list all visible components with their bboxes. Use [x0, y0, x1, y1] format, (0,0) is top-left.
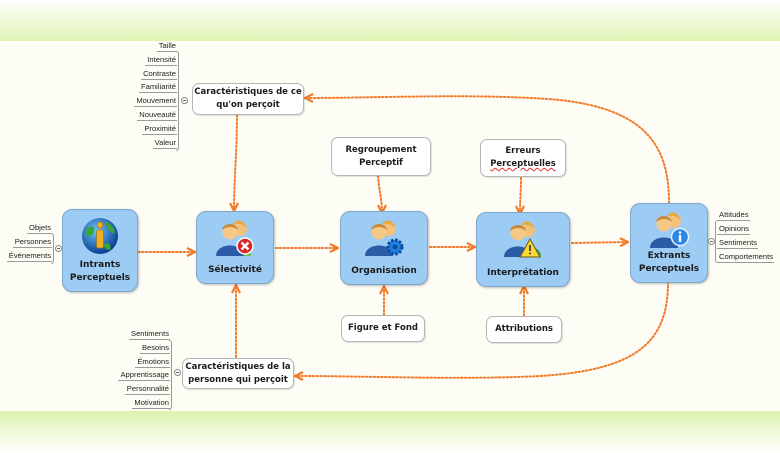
leaf-item[interactable]: Événements — [6, 251, 52, 262]
leaf-item[interactable]: Proximité — [142, 124, 177, 135]
leaf-item[interactable]: Familiarité — [138, 82, 177, 93]
node-text: Attributions — [495, 324, 553, 334]
label-line: Perceptif — [359, 157, 403, 168]
leaf-item[interactable]: Motivation — [132, 398, 170, 409]
label-line: Caractéristiques de ce — [194, 87, 302, 97]
node-organisation[interactable]: Organisation — [340, 211, 428, 285]
collapse-toggle-icon[interactable] — [708, 238, 715, 245]
leaf-list-caracteristiques-personne: Sentiments Besoins Émotions Apprentissag… — [100, 328, 170, 412]
label-line: Intrants — [79, 260, 121, 270]
node-label: Sélectivité — [208, 265, 262, 275]
node-interpretation[interactable]: Interprétation — [476, 212, 570, 287]
node-figure-et-fond[interactable]: Figure et Fond — [341, 315, 425, 342]
label-line: Perceptuels — [69, 273, 131, 283]
label-line: personne qui perçoit — [188, 374, 288, 385]
label-line: Caractéristiques de la — [185, 361, 291, 372]
leaf-item[interactable]: Personnes — [12, 237, 52, 248]
users-warning-icon — [504, 221, 541, 258]
leaf-item[interactable]: Nouveauté — [137, 110, 177, 121]
collapse-toggle-icon[interactable] — [181, 97, 188, 104]
node-label: Organisation — [351, 266, 417, 276]
leaf-item[interactable]: Émotions — [135, 357, 170, 368]
label-line-spellcheck: Perceptuelles — [490, 159, 556, 169]
leaf-item[interactable]: Besoins — [139, 343, 170, 354]
label-line: Regroupement — [345, 144, 417, 155]
leaf-list-caracteristiques-percu: Taille Intensité Contraste Familiarité M… — [100, 40, 177, 152]
node-caracteristiques-personne[interactable]: Caractéristiques de la personne qui perço… — [182, 358, 294, 389]
label-line: Perceptuels — [638, 264, 700, 274]
leaf-list-extrants: Attitudes Opinions Sentiments Comporteme… — [717, 209, 780, 265]
top-green-band — [0, 0, 780, 41]
leaf-item[interactable]: Objets — [27, 223, 52, 234]
node-label: Interprétation — [487, 268, 559, 278]
globe-info-icon — [82, 218, 118, 254]
bottom-green-band — [0, 411, 780, 453]
leaf-item[interactable]: Intensité — [145, 55, 177, 66]
node-text: Caractéristiques de ce qu'on perçoit — [194, 86, 301, 112]
node-caracteristiques-percu[interactable]: Caractéristiques de ce qu'on perçoit — [192, 83, 304, 115]
users-info-icon — [650, 212, 690, 248]
label-line: Extrants — [647, 251, 691, 261]
leaf-item[interactable]: Contraste — [141, 69, 177, 80]
leaf-item[interactable]: Apprentissage — [118, 370, 170, 381]
leaf-item[interactable]: Valeur — [152, 138, 177, 149]
leaf-item[interactable]: Sentiments — [717, 238, 758, 249]
tree-bracket — [176, 51, 179, 151]
leaf-item[interactable]: Taille — [156, 41, 177, 52]
collapse-toggle-icon[interactable] — [174, 369, 181, 376]
leaf-item[interactable]: Comportements — [717, 252, 775, 263]
label-line: Erreurs — [505, 146, 541, 156]
tree-bracket — [715, 220, 718, 263]
tree-bracket — [51, 233, 54, 264]
leaf-list-intrants: Objets Personnes Événements — [0, 222, 52, 264]
users-delete-icon — [216, 220, 254, 256]
leaf-item[interactable]: Sentiments — [129, 329, 170, 340]
label-line: qu'on perçoit — [216, 100, 280, 110]
node-text: Figure et Fond — [348, 323, 418, 333]
leaf-item[interactable]: Mouvement — [134, 96, 177, 107]
node-selectivite[interactable]: Sélectivité — [196, 211, 274, 284]
users-settings-icon — [365, 220, 404, 256]
leaf-item[interactable]: Opinions — [717, 224, 750, 235]
node-attributions[interactable]: Attributions — [486, 316, 562, 343]
leaf-item[interactable]: Personnalité — [124, 384, 170, 395]
collapse-toggle-icon[interactable] — [55, 245, 62, 252]
tree-bracket — [169, 340, 172, 410]
leaf-item[interactable]: Attitudes — [717, 210, 750, 221]
node-text: Caractéristiques de la personne qui perço… — [185, 361, 290, 387]
